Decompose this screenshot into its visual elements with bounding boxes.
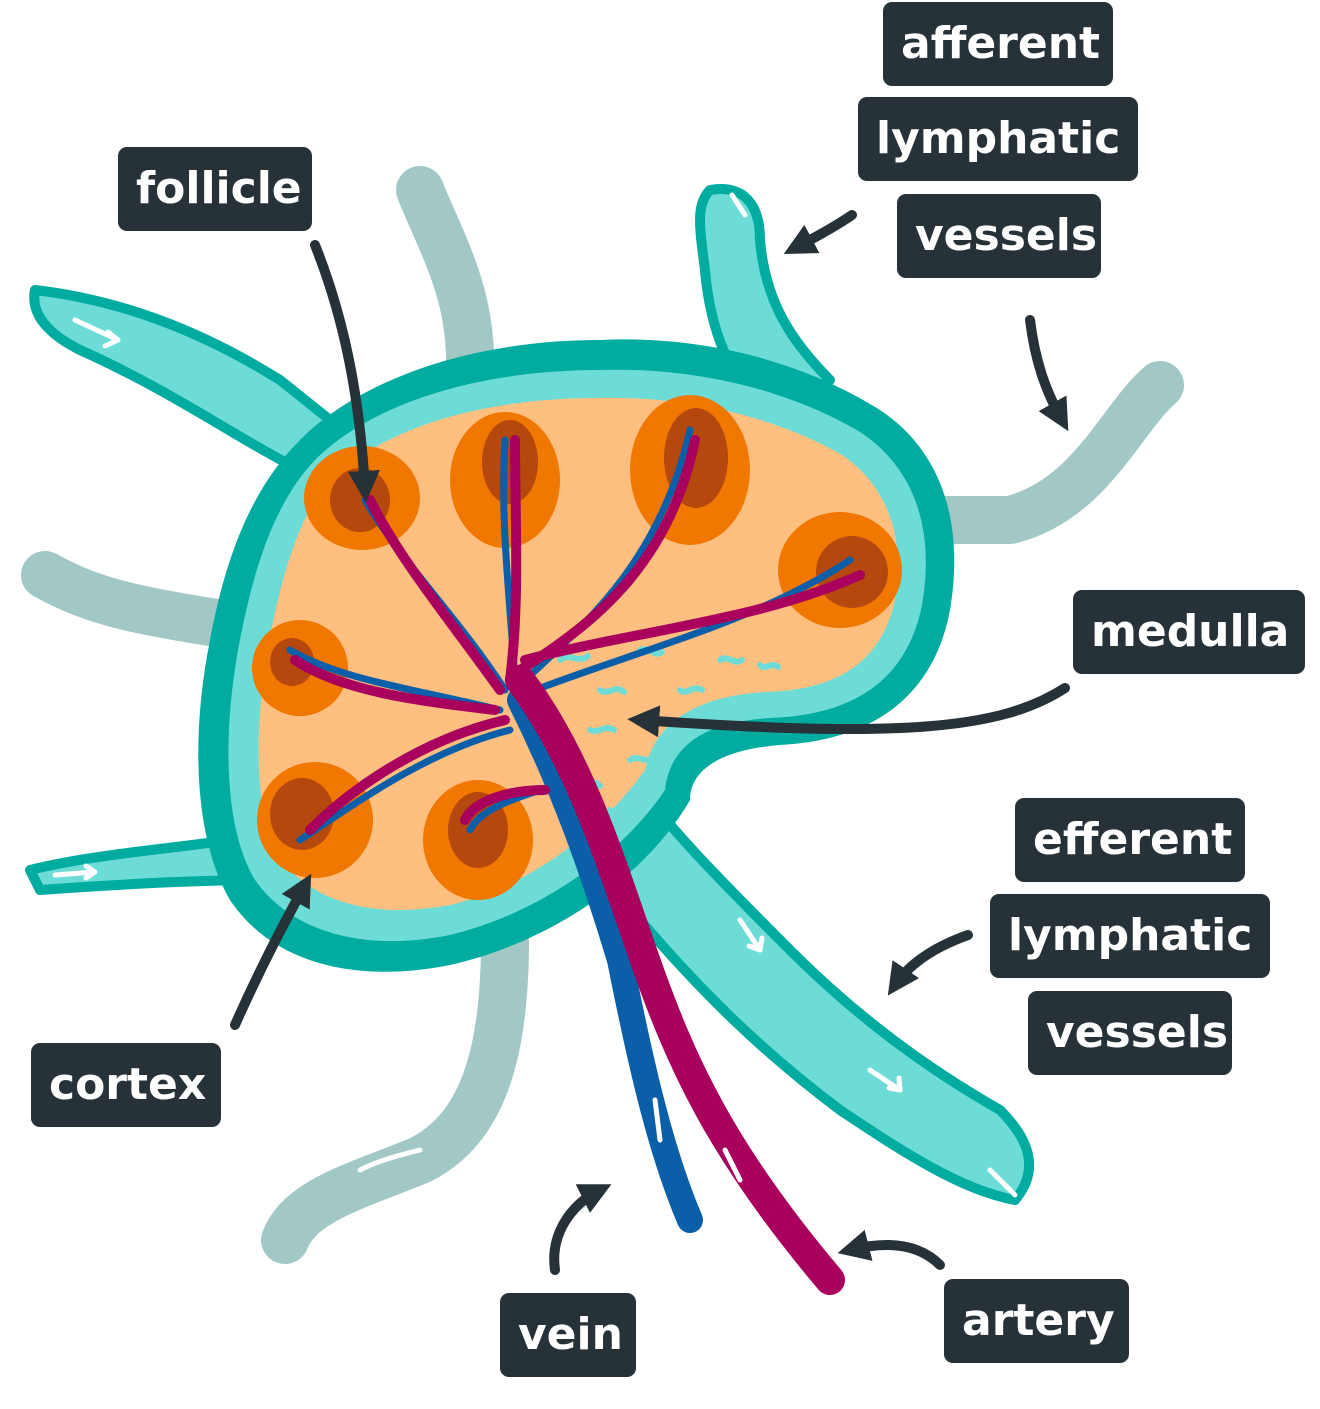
pointer-artery xyxy=(837,1229,945,1270)
label-efferent-2: lymphatic xyxy=(990,894,1270,978)
artery-branches xyxy=(290,435,865,835)
artery-trunk xyxy=(505,665,845,1295)
flow-arrows xyxy=(52,192,1018,1198)
cortex-region xyxy=(258,397,898,910)
vein-trunk xyxy=(507,687,703,1233)
pointer-medulla xyxy=(627,683,1070,738)
label-medulla: medulla xyxy=(1073,590,1305,674)
peripheral-vessel-left xyxy=(21,551,254,649)
label-artery: artery xyxy=(944,1279,1129,1363)
pointer-vein xyxy=(549,1184,612,1275)
pointer-afferent-upper xyxy=(783,210,857,255)
label-efferent-1: efferent xyxy=(1015,798,1245,882)
pointer-cortex xyxy=(230,873,312,1030)
label-afferent-3: vessels xyxy=(897,194,1101,278)
pointer-arrows xyxy=(230,210,1070,1275)
pointer-afferent-lower xyxy=(1025,315,1069,432)
label-cortex: cortex xyxy=(31,1043,221,1127)
blood-vessels xyxy=(286,426,865,1295)
pointer-efferent xyxy=(887,930,973,996)
label-follicle: follicle xyxy=(118,147,312,231)
peripheral-vessel-right xyxy=(916,361,1184,544)
label-efferent-3: vessels xyxy=(1028,991,1232,1075)
pointer-follicle xyxy=(310,240,380,503)
peripheral-vessel-top xyxy=(396,166,494,384)
label-vein: vein xyxy=(500,1293,636,1377)
label-afferent-1: afferent xyxy=(883,2,1113,86)
afferent-vessel-upper-left xyxy=(29,285,335,475)
peripheral-vessel-bottom xyxy=(261,916,529,1264)
peripheral-vessels xyxy=(21,166,1184,1264)
label-afferent-2: lymphatic xyxy=(858,97,1138,181)
